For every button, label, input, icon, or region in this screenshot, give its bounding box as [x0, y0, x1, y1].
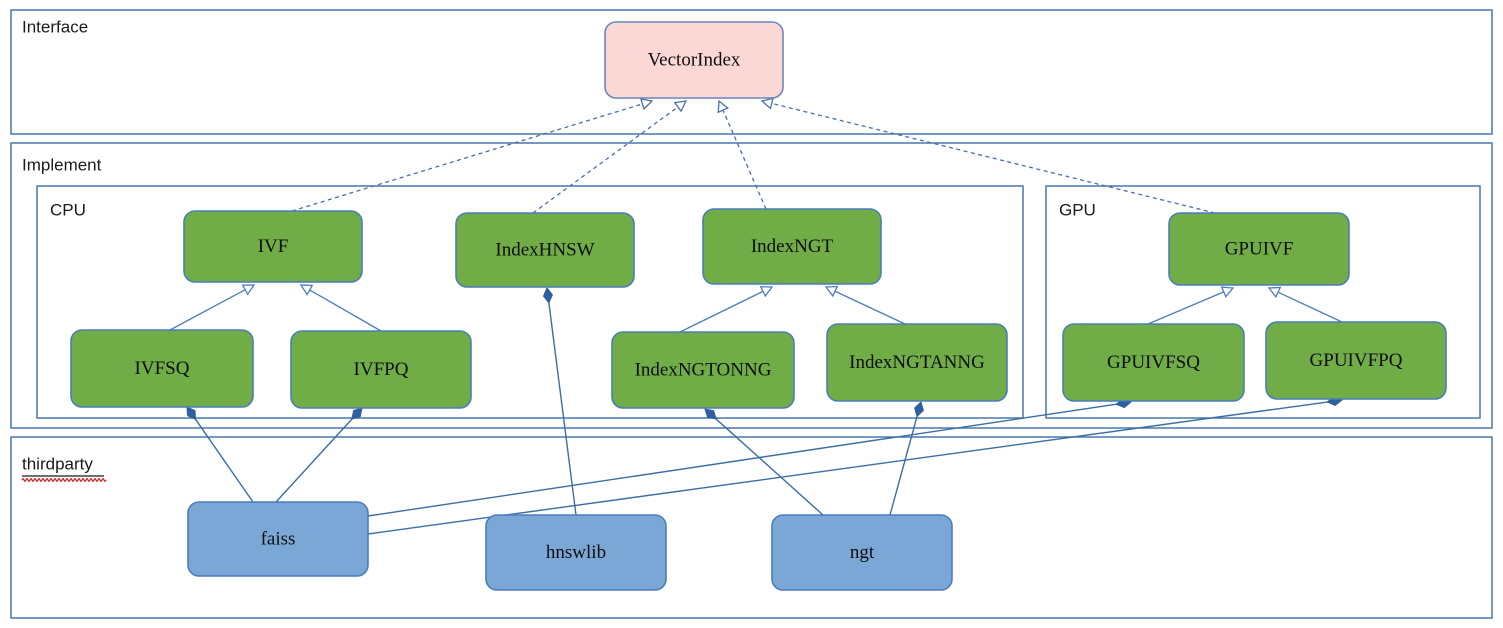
node-label-indexngtonng: IndexNGTONNG [635, 359, 772, 380]
node-ivf[interactable]: IVF [183, 210, 363, 283]
composition-diamond-icon [914, 401, 924, 418]
realization-arrowhead-icon [760, 97, 774, 110]
node-ivfsq[interactable]: IVFSQ [70, 329, 254, 408]
container-label-thirdparty: thirdparty [22, 454, 93, 473]
node-box-indexhnsw[interactable] [455, 212, 635, 288]
edge-line [1147, 291, 1225, 325]
container-label-interface: Interface [22, 17, 88, 36]
edge-line [275, 417, 354, 503]
node-label-gpuivfsq: GPUIVFSQ [1107, 352, 1200, 373]
edge-ivf-to-vectorindex [291, 98, 654, 212]
generalization-arrowhead-icon [824, 285, 839, 298]
node-label-indexhnsw: IndexHNSW [495, 239, 594, 260]
edge-line [1277, 291, 1343, 323]
spellcheck-underline-thirdparty [21, 478, 107, 482]
edge-faiss-to-ivfsq [186, 406, 254, 503]
edge-line [169, 289, 246, 331]
node-ngt[interactable]: ngt [771, 514, 953, 591]
node-label-ivfpq: IVFPQ [354, 359, 409, 380]
node-box-indexngtonng[interactable] [611, 331, 795, 409]
edge-line [309, 289, 382, 332]
edge-line [547, 300, 577, 516]
node-label-gpuivf: GPUIVF [1225, 238, 1294, 259]
node-label-indexngt: IndexNGT [751, 236, 834, 257]
edge-ngt-to-indexngtanng [889, 401, 924, 516]
edge-faiss-to-ivfpq [275, 407, 363, 503]
node-box-ngt[interactable] [771, 514, 953, 591]
realization-arrowhead-icon [639, 98, 654, 111]
node-box-ivf[interactable] [183, 210, 363, 283]
node-label-indexngtanng: IndexNGTANNG [849, 352, 985, 373]
edge-ivfpq-to-ivf [299, 284, 382, 332]
edge-group [169, 97, 1343, 535]
edge-gpuivfsq-to-gpuivf [1147, 286, 1235, 325]
edge-indexhnsw-to-vectorindex [532, 100, 688, 214]
node-indexngtonng[interactable]: IndexNGTONNG [611, 331, 795, 409]
node-label-faiss: faiss [261, 528, 296, 549]
node-gpuivfsq[interactable]: GPUIVFSQ [1062, 323, 1245, 402]
edge-line [714, 417, 824, 516]
container-label-cpu: CPU [50, 200, 86, 219]
node-box-ivfsq[interactable] [70, 329, 254, 408]
edge-indexngt-to-vectorindex [717, 99, 767, 210]
node-ivfpq[interactable]: IVFPQ [290, 330, 472, 409]
node-vectorindex[interactable]: VectorIndex [604, 21, 784, 99]
node-faiss[interactable]: faiss [187, 501, 369, 577]
edge-line [367, 401, 1330, 535]
edge-ivfsq-to-ivf [169, 284, 256, 331]
node-box-gpuivfpq[interactable] [1265, 321, 1447, 400]
edge-indexngtonng-to-indexngt [679, 286, 774, 333]
edge-line [679, 290, 764, 333]
generalization-arrowhead-icon [241, 284, 256, 296]
edge-gpuivf-to-vectorindex [760, 97, 1216, 214]
container-label-implement: Implement [22, 155, 102, 174]
node-label-hnswlib: hnswlib [546, 542, 606, 563]
node-indexngt[interactable]: IndexNGT [702, 208, 882, 285]
edge-line [722, 109, 767, 210]
composition-diamond-icon [704, 408, 717, 420]
edge-line [291, 103, 643, 212]
generalization-arrowhead-icon [1267, 286, 1282, 299]
composition-diamond-icon [186, 406, 197, 421]
node-hnswlib[interactable]: hnswlib [485, 514, 667, 591]
node-indexngtanng[interactable]: IndexNGTANNG [826, 323, 1008, 402]
node-gpuivf[interactable]: GPUIVF [1168, 212, 1350, 286]
node-gpuivfpq[interactable]: GPUIVFPQ [1265, 321, 1447, 400]
node-box-faiss[interactable] [187, 501, 369, 577]
edge-indexngtanng-to-indexngt [824, 285, 906, 325]
node-label-ivf: IVF [258, 236, 289, 257]
node-box-gpuivfsq[interactable] [1062, 323, 1245, 402]
node-box-indexngt[interactable] [702, 208, 882, 285]
node-indexhnsw[interactable]: IndexHNSW [455, 212, 635, 288]
node-box-ivfpq[interactable] [290, 330, 472, 409]
edge-ngt-to-indexngtonng [704, 408, 824, 516]
edge-gpuivfpq-to-gpuivf [1267, 286, 1343, 323]
node-label-ngt: ngt [850, 542, 875, 563]
node-box-hnswlib[interactable] [485, 514, 667, 591]
generalization-arrowhead-icon [1220, 286, 1235, 298]
edge-line [367, 403, 1119, 517]
node-label-ivfsq: IVFSQ [135, 358, 190, 379]
edge-line [771, 102, 1216, 214]
generalization-arrowhead-icon [759, 286, 774, 298]
edge-line [193, 417, 254, 503]
container-label-gpu: GPU [1059, 200, 1096, 219]
node-label-vectorindex: VectorIndex [648, 49, 741, 70]
edge-hnswlib-to-indexhnsw [542, 287, 577, 516]
node-box-gpuivf[interactable] [1168, 212, 1350, 286]
edge-line [834, 290, 906, 325]
composition-diamond-icon [542, 287, 553, 304]
node-label-gpuivfpq: GPUIVFPQ [1310, 350, 1403, 371]
generalization-arrowhead-icon [299, 284, 314, 296]
node-box-vectorindex[interactable] [604, 21, 784, 99]
realization-arrowhead-icon [717, 99, 729, 114]
realization-arrowhead-icon [673, 100, 688, 113]
composition-diamond-icon [351, 407, 363, 420]
edge-line [889, 414, 919, 516]
node-box-indexngtanng[interactable] [826, 323, 1008, 402]
